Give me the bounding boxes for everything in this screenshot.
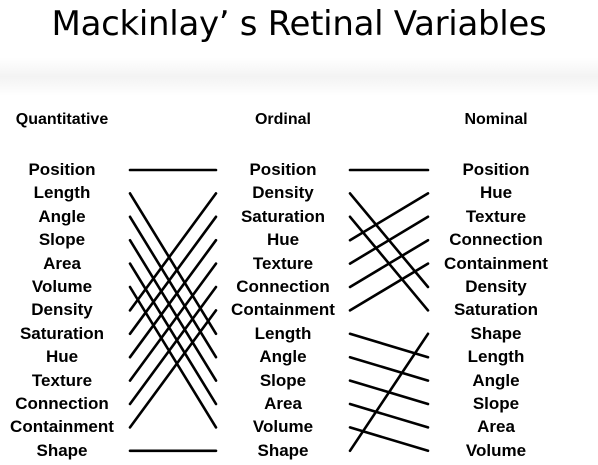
variable-label-nominal-position: Position bbox=[462, 160, 530, 179]
variable-label-quantitative-position: Position bbox=[28, 160, 96, 179]
variable-label-ordinal-texture: Texture bbox=[252, 253, 314, 273]
link-quantitative-ordinal-area bbox=[128, 262, 218, 406]
variable-label-ordinal-angle: Angle bbox=[259, 347, 307, 367]
variable-label-nominal-texture: Texture bbox=[465, 206, 527, 226]
variable-label-nominal-shape: Shape bbox=[470, 323, 522, 343]
variable-label-ordinal-length: Length bbox=[254, 323, 312, 343]
variable-label-ordinal-density: Density bbox=[252, 183, 314, 203]
variable-label-nominal-area: Area bbox=[477, 417, 515, 437]
variable-label-ordinal-saturation: Saturation bbox=[240, 206, 326, 226]
variable-label-nominal-length: Length bbox=[467, 347, 525, 367]
variable-label-ordinal-containment: Containment bbox=[231, 300, 335, 320]
variable-label-quantitative-slope: Slope bbox=[38, 230, 86, 250]
variable-label-ordinal-area: Area bbox=[264, 394, 302, 413]
column-header-quantitative: Quantitative bbox=[15, 111, 109, 128]
variable-label-ordinal-connection: Connection bbox=[236, 277, 330, 296]
variable-label-nominal-density: Density bbox=[465, 277, 527, 296]
variable-label-nominal-slope: Slope bbox=[472, 394, 520, 413]
variable-label-nominal-saturation: Saturation bbox=[453, 300, 539, 320]
link-ordinal-nominal-connection bbox=[348, 238, 430, 289]
title-band bbox=[0, 0, 598, 96]
link-ordinal-nominal-angle bbox=[348, 355, 430, 382]
link-ordinal-nominal-hue bbox=[348, 192, 430, 242]
column-header-nominal: Nominal bbox=[464, 111, 528, 128]
variable-label-quantitative-length: Length bbox=[33, 183, 91, 203]
link-ordinal-nominal-area bbox=[348, 402, 430, 429]
variable-label-ordinal-shape: Shape bbox=[257, 440, 309, 460]
variable-label-quantitative-shape: Shape bbox=[36, 440, 88, 460]
column-header-ordinal: Ordinal bbox=[254, 111, 311, 128]
variable-label-ordinal-volume: Volume bbox=[252, 417, 314, 437]
variable-label-quantitative-connection: Connection bbox=[15, 394, 109, 413]
link-quantitative-ordinal-angle bbox=[128, 215, 218, 359]
link-quantitative-ordinal-texture bbox=[128, 262, 218, 382]
link-ordinal-nominal-texture bbox=[348, 215, 430, 265]
variable-label-ordinal-position: Position bbox=[249, 160, 317, 179]
variable-label-quantitative-area: Area bbox=[43, 253, 81, 273]
variable-label-nominal-hue: Hue bbox=[479, 183, 513, 203]
variable-label-quantitative-saturation: Saturation bbox=[19, 323, 105, 343]
variable-label-nominal-containment: Containment bbox=[444, 253, 548, 273]
link-quantitative-ordinal-density bbox=[128, 192, 218, 312]
link-quantitative-ordinal-slope bbox=[128, 238, 218, 382]
link-quantitative-ordinal-volume bbox=[128, 285, 218, 429]
link-quantitative-ordinal-connection bbox=[128, 285, 218, 406]
link-ordinal-nominal-shape bbox=[348, 332, 430, 453]
variable-label-quantitative-texture: Texture bbox=[31, 370, 93, 390]
variable-label-quantitative-density: Density bbox=[31, 300, 93, 320]
page-title: Mackinlay’ s Retinal Variables bbox=[51, 4, 547, 44]
variable-label-quantitative-containment: Containment bbox=[10, 417, 114, 437]
variable-label-nominal-connection: Connection bbox=[449, 230, 543, 250]
link-quantitative-ordinal-containment bbox=[128, 309, 218, 429]
link-quantitative-ordinal-length bbox=[128, 192, 218, 336]
variable-label-nominal-angle: Angle bbox=[472, 370, 520, 390]
link-quantitative-ordinal-hue bbox=[128, 238, 218, 359]
variable-label-quantitative-hue: Hue bbox=[45, 347, 79, 367]
link-quantitative-ordinal-saturation bbox=[128, 215, 218, 336]
variable-label-ordinal-slope: Slope bbox=[259, 370, 307, 390]
variable-label-ordinal-hue: Hue bbox=[266, 230, 300, 250]
variable-label-quantitative-volume: Volume bbox=[31, 277, 93, 296]
link-ordinal-nominal-containment bbox=[348, 262, 430, 312]
variable-label-nominal-volume: Volume bbox=[465, 440, 527, 460]
variable-label-quantitative-angle: Angle bbox=[38, 206, 86, 226]
